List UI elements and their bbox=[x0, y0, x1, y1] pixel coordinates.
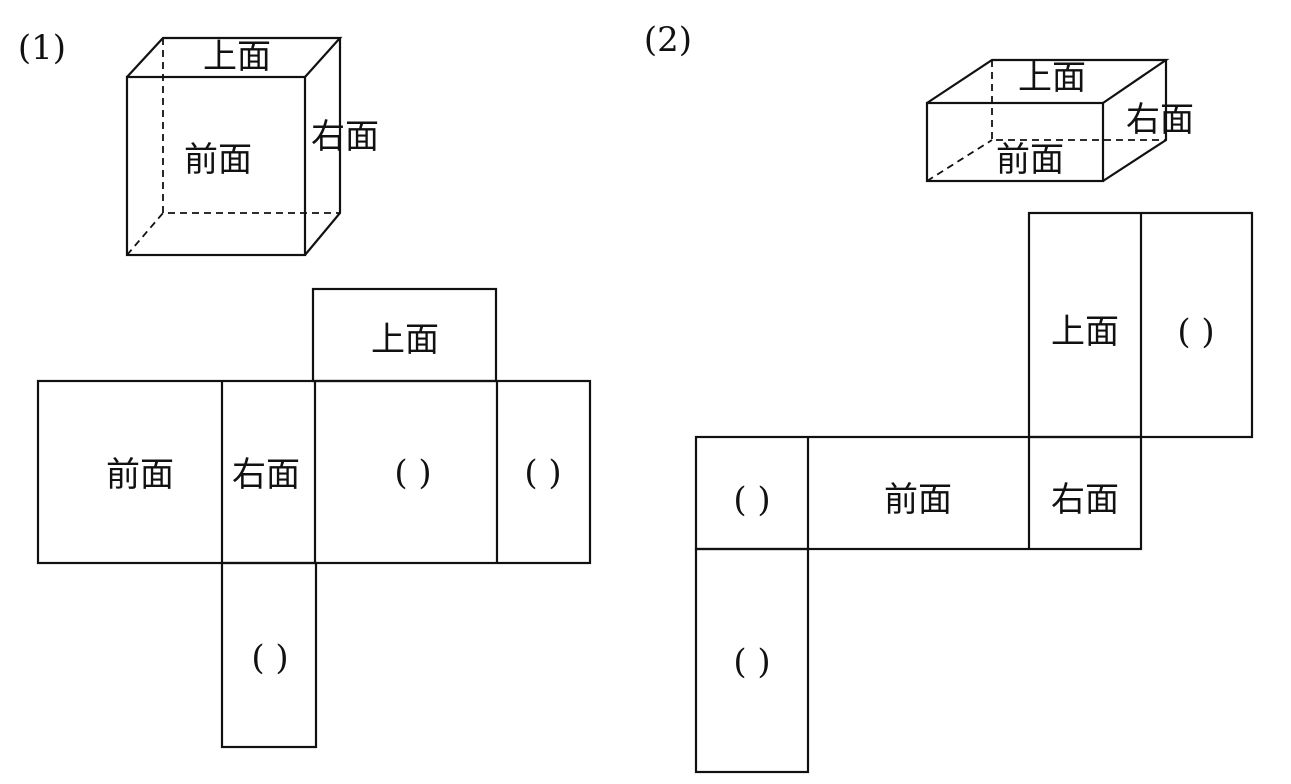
figure1-cube: 上面 前面 右面 bbox=[125, 36, 379, 257]
cube-front-label: 前面 bbox=[184, 140, 252, 180]
net1-front-label: 前面 bbox=[106, 455, 174, 495]
net2-blank-left: ( ) bbox=[733, 480, 770, 520]
figure2-cuboid: 上面 前面 右面 bbox=[925, 58, 1194, 183]
cuboid-front-label: 前面 bbox=[996, 140, 1064, 180]
net2-right-label: 右面 bbox=[1051, 480, 1119, 520]
net1-blank-b: ( ) bbox=[524, 453, 561, 493]
net1-blank-bottom: ( ) bbox=[251, 638, 288, 678]
cube-right-label: 右面 bbox=[311, 117, 379, 157]
figure2-label: (2) bbox=[644, 20, 692, 60]
net2-blank-top-right: ( ) bbox=[1177, 312, 1214, 352]
figure1-net: 上面 前面 右面 ( ) ( ) ( ) bbox=[36, 287, 592, 749]
cuboid-right-label: 右面 bbox=[1126, 100, 1194, 140]
net1-right-label: 右面 bbox=[232, 455, 300, 495]
net1-top-label: 上面 bbox=[371, 320, 439, 360]
net2-front-label: 前面 bbox=[884, 480, 952, 520]
net1-blank-a: ( ) bbox=[394, 453, 431, 493]
cuboid-top-label: 上面 bbox=[1018, 58, 1086, 98]
net2-blank-bottom: ( ) bbox=[733, 642, 770, 682]
figure1-label: (1) bbox=[18, 28, 66, 68]
figure2-net: 上面 ( ) ( ) 前面 右面 ( ) bbox=[694, 211, 1254, 774]
net2-top-label: 上面 bbox=[1051, 312, 1119, 352]
cube-top-label: 上面 bbox=[203, 37, 271, 77]
